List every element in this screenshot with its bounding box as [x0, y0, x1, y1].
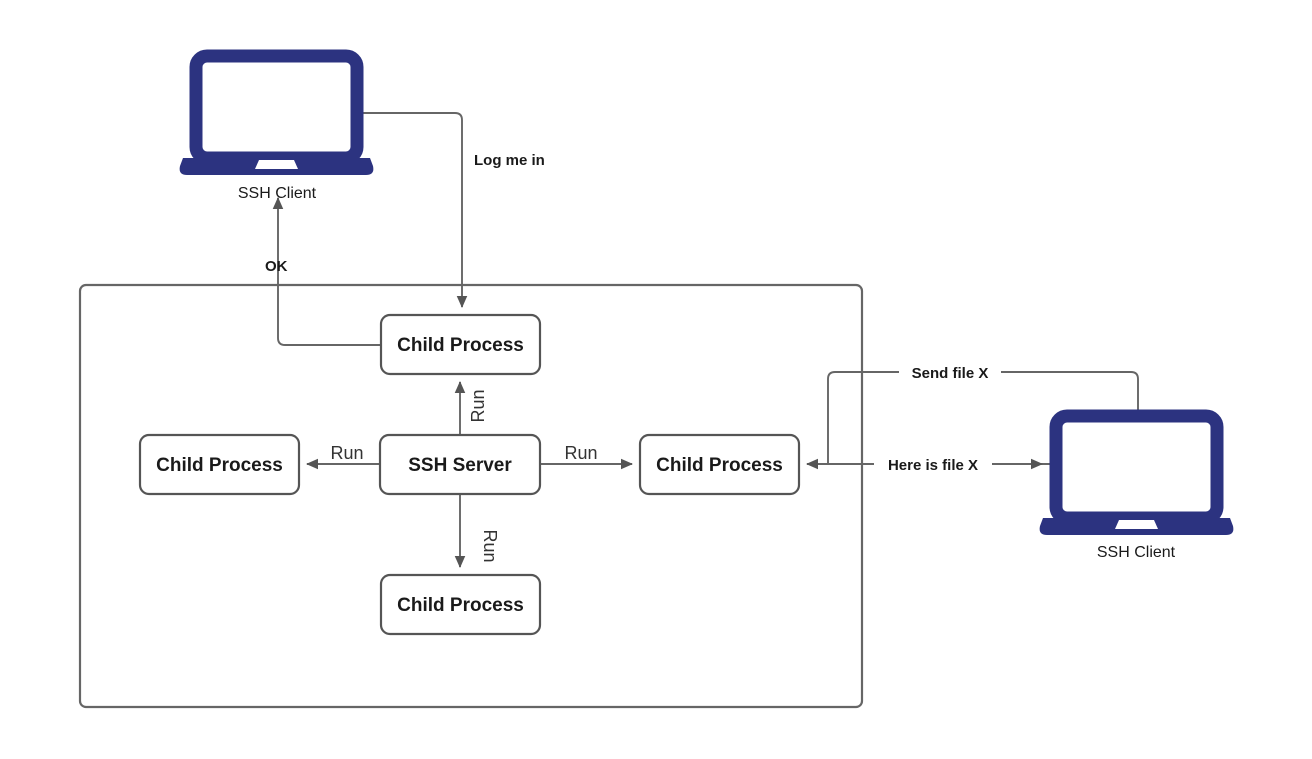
node-box-ssh-server[interactable] [378, 433, 542, 496]
node-box-child-bottom[interactable] [379, 573, 542, 636]
node-child-right[interactable]: Child Process [638, 433, 801, 496]
node-label-ssh-server: SSH Server [408, 455, 512, 476]
laptop-icon-ssh-client-right [1039, 409, 1234, 535]
edge-login-request [355, 112, 468, 308]
edge-label-login-ok: OK [265, 258, 288, 275]
edge-label-run-up: Run [468, 389, 488, 422]
node-child-top[interactable]: Child Process [379, 313, 542, 376]
laptop-icon-ssh-client-top [179, 49, 374, 175]
device-label-ssh-client-top: SSH Client [238, 185, 317, 202]
edge-label-login-request: Log me in [474, 152, 545, 169]
node-label-child-bottom: Child Process [397, 595, 524, 616]
node-label-child-left: Child Process [156, 455, 283, 476]
edge-label-receive-file: Here is file X [888, 457, 978, 474]
edge-label-send-file: Send file X [912, 365, 989, 382]
edge-login-ok [272, 197, 381, 346]
node-child-left[interactable]: Child Process [138, 433, 301, 496]
node-ssh-server[interactable]: SSH Server [378, 433, 542, 496]
device-label-ssh-client-right: SSH Client [1097, 544, 1176, 561]
node-label-child-top: Child Process [397, 335, 524, 356]
node-label-child-right: Child Process [656, 455, 783, 476]
node-box-child-top[interactable] [379, 313, 542, 376]
edge-label-run-right: Run [564, 443, 597, 463]
edge-label-run-down: Run [480, 529, 500, 562]
ssh-server-host-boundary [78, 283, 864, 709]
edge-label-run-left: Run [330, 443, 363, 463]
node-box-child-right[interactable] [638, 433, 801, 496]
node-child-bottom[interactable]: Child Process [379, 573, 542, 636]
node-box-child-left[interactable] [138, 433, 301, 496]
